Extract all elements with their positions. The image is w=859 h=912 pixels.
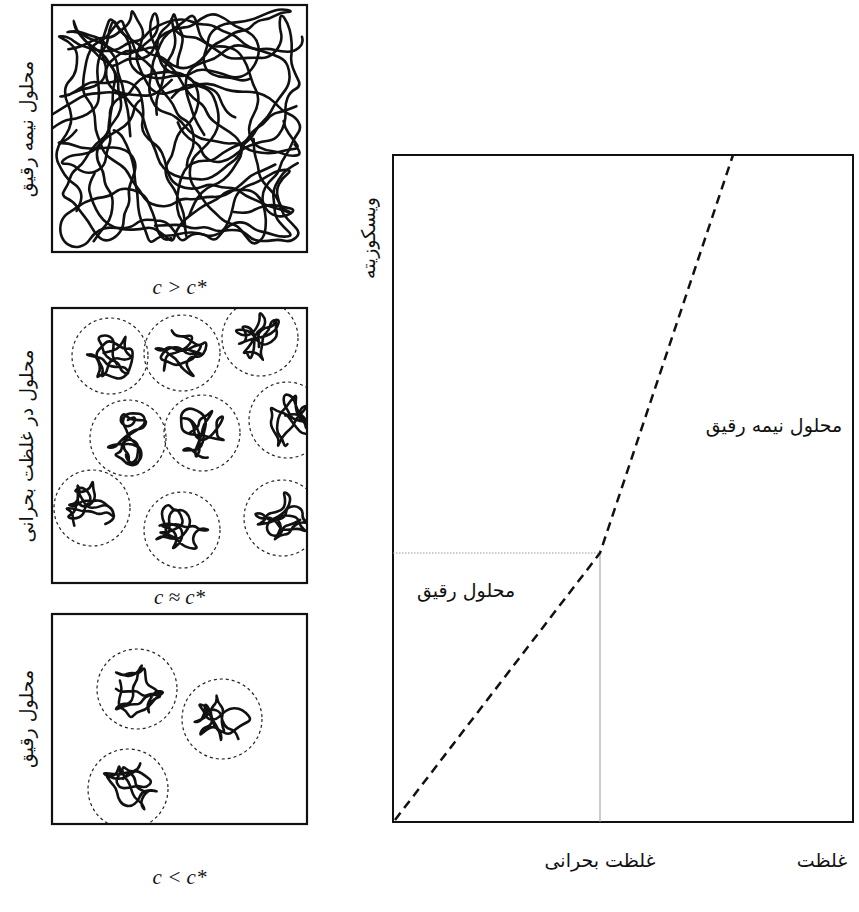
- polymer-coil: [195, 696, 250, 740]
- axis-title: ویسکوزیته: [357, 197, 380, 279]
- regime-label: محلول رقیق: [15, 670, 38, 768]
- solution-panel: محلول نیمه رقیق c > c*: [10, 3, 310, 303]
- sample-box: [52, 614, 307, 824]
- coil-boundary: [72, 318, 148, 394]
- sample-box: [52, 5, 307, 252]
- polymer-coil: [156, 505, 208, 548]
- guide-line: [600, 553, 601, 822]
- solution-panel: محلول در غلظت بحرانیc ≈ c*: [10, 306, 310, 606]
- polymer-chain: [59, 72, 235, 240]
- polymer-coil: [87, 335, 133, 378]
- solution-illustration: [10, 612, 310, 902]
- polymer-chain: [53, 45, 290, 179]
- concentration-label: c > c*: [153, 275, 207, 300]
- solution-illustration: [10, 3, 310, 303]
- guide-line: [393, 553, 600, 554]
- polymer-coil: [256, 492, 307, 539]
- polymer-coil: [67, 482, 114, 526]
- polymer-chain: [74, 19, 303, 241]
- solution-panel: محلول رقیق c < c*: [10, 612, 310, 902]
- chart-frame: [393, 155, 853, 822]
- coil-boundary: [54, 470, 130, 546]
- polymer-coil: [156, 330, 207, 376]
- polymer-chain: [89, 85, 266, 243]
- coil-boundary: [249, 382, 307, 458]
- polymer-coil: [104, 763, 156, 809]
- region-label: محلول رقیق: [417, 579, 515, 602]
- polymer-coil: [271, 395, 307, 446]
- coil-boundary: [97, 649, 177, 729]
- concentration-label: c ≈ c*: [154, 585, 205, 610]
- coil-boundary: [244, 480, 307, 556]
- coil-boundary: [88, 749, 168, 824]
- regime-label: محلول در غلظت بحرانی: [15, 349, 38, 542]
- polymer-chain: [68, 11, 300, 216]
- polymer-coil: [116, 666, 163, 717]
- polymer-coil: [108, 413, 146, 465]
- polymer-chain: [149, 16, 299, 156]
- polymer-coil: [181, 409, 224, 458]
- axis-title: غلظت: [797, 849, 847, 872]
- coil-boundary: [144, 492, 220, 568]
- coil-boundary: [182, 679, 262, 759]
- coil-boundary: [164, 395, 240, 471]
- viscosity-curve: [395, 155, 733, 820]
- sample-box: [52, 308, 307, 583]
- coil-boundary: [90, 400, 166, 476]
- coil-boundary: [222, 308, 298, 376]
- coil-boundary: [144, 315, 220, 391]
- polymer-coil: [236, 313, 279, 359]
- regime-label: محلول نیمه رقیق: [15, 60, 38, 196]
- tick-label: غلظت بحرانی: [545, 849, 656, 872]
- polymer-chain: [157, 14, 296, 235]
- region-label: محلول نیمه رقیق: [706, 414, 842, 437]
- polymer-chain: [83, 21, 275, 206]
- solution-illustration: [10, 306, 310, 606]
- concentration-label: c < c*: [153, 865, 207, 890]
